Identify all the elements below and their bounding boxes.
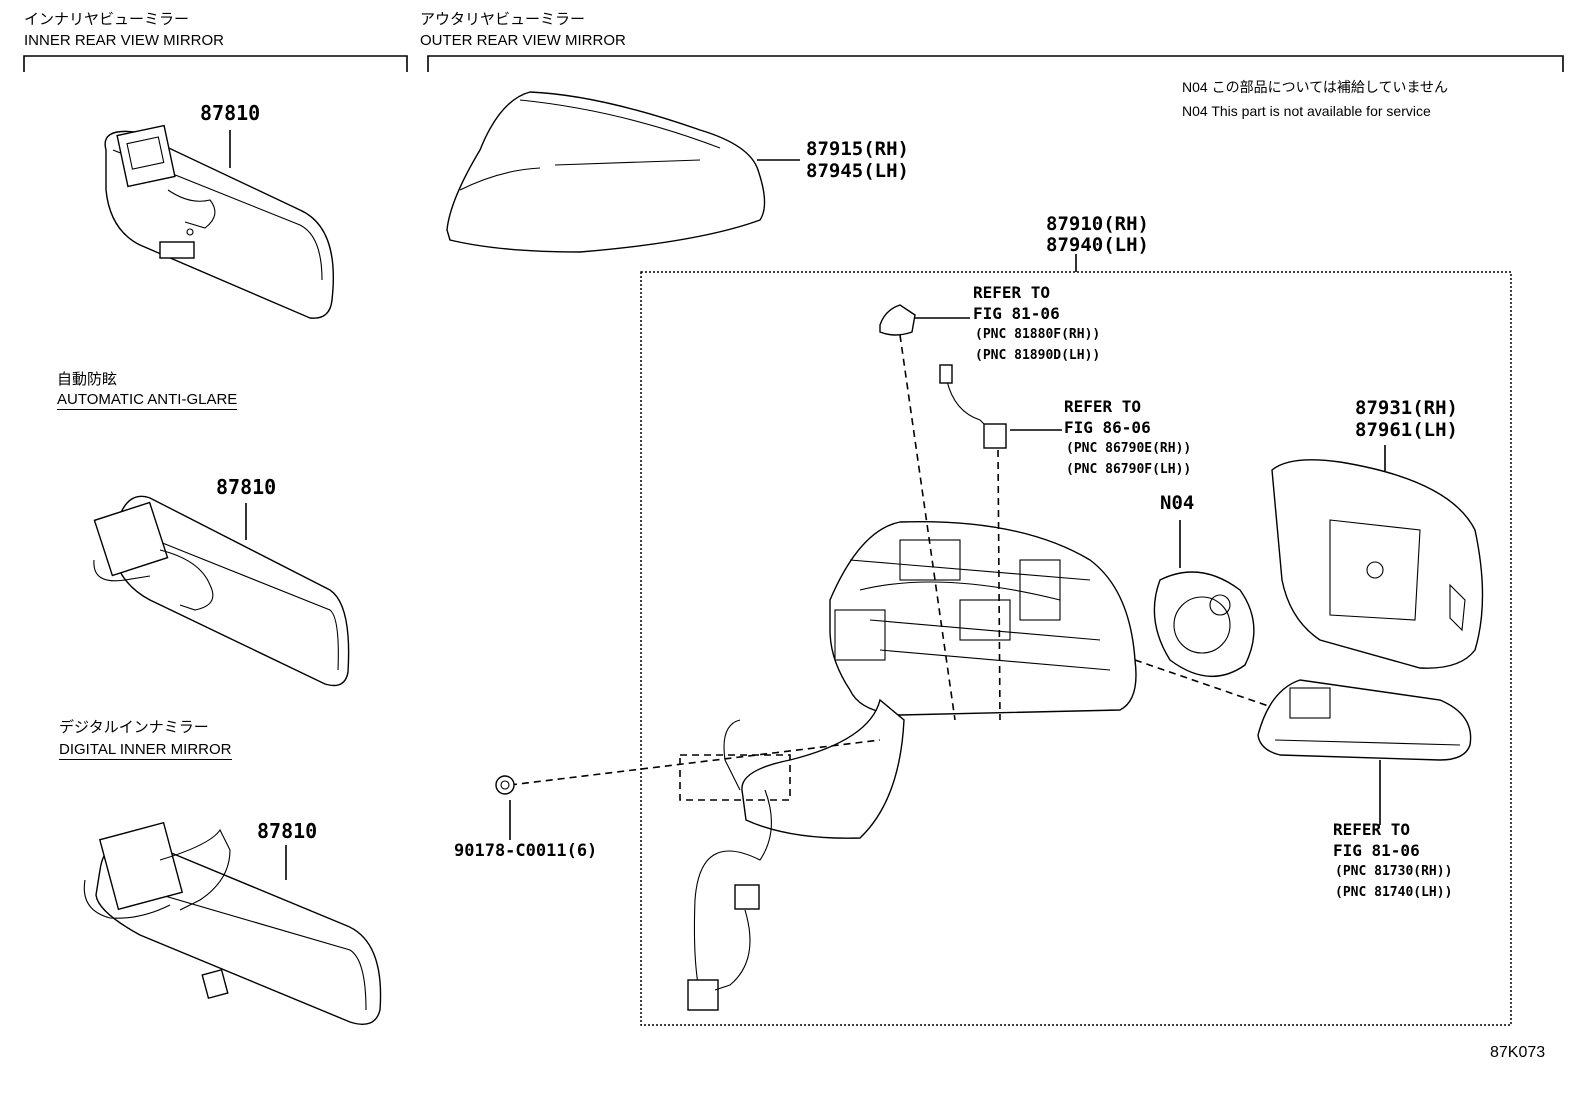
ref2-pnc-rh: (PNC 86790E(RH)) xyxy=(1066,441,1192,456)
turn-signal-illustration xyxy=(1257,679,1472,761)
inner-mirror-heading-jp: インナリヤビューミラー xyxy=(24,11,190,28)
part-number-inner-mirror-2: 87810 xyxy=(216,475,277,499)
inner-mirror-illustration-1 xyxy=(104,124,335,319)
harness-illustration xyxy=(939,364,1007,449)
part-number-inner-mirror-1: 87810 xyxy=(200,101,261,125)
part-number-cover-lh: 87945(LH) xyxy=(806,160,909,182)
part-number-glass-rh: 87931(RH) xyxy=(1355,397,1458,419)
inner-mirror-bracket xyxy=(23,55,408,72)
section-digital-en: DIGITAL INNER MIRROR xyxy=(59,741,232,760)
ref2-figure: FIG 86-06 xyxy=(1064,418,1151,437)
outer-mirror-bracket xyxy=(427,55,1564,72)
ref1-pnc-lh: (PNC 81890D(LH)) xyxy=(975,348,1101,363)
ref3-heading: REFER TO xyxy=(1333,820,1411,839)
mirror-cover-illustration xyxy=(446,91,800,253)
clip-illustration xyxy=(879,304,916,336)
part-number-assy-rh: 87910(RH) xyxy=(1046,213,1149,235)
ref1-pnc-rh: (PNC 81880F(RH)) xyxy=(975,327,1101,342)
ref3-pnc-rh: (PNC 81730(RH)) xyxy=(1335,864,1453,879)
outer-mirror-heading-jp: アウタリヤビューミラー xyxy=(420,11,586,28)
note-en: N04 This part is not available for servi… xyxy=(1182,103,1431,119)
part-number-assy-lh: 87940(LH) xyxy=(1046,234,1149,256)
mirror-body-illustration xyxy=(679,520,1137,1011)
ref2-pnc-lh: (PNC 86790F(LH)) xyxy=(1066,462,1192,477)
section-auto-jp: 自動防眩 xyxy=(57,371,118,388)
part-number-screw: 90178-C0011(6) xyxy=(454,841,598,861)
ref2-heading: REFER TO xyxy=(1064,397,1142,416)
ref1-heading: REFER TO xyxy=(973,283,1051,302)
figure-id: 87K073 xyxy=(1490,1044,1546,1061)
part-number-glass-lh: 87961(LH) xyxy=(1355,419,1458,441)
mirror-glass-illustration xyxy=(1271,459,1484,669)
inner-mirror-illustration-2 xyxy=(93,495,350,687)
part-number-cover-rh: 87915(RH) xyxy=(806,138,909,160)
section-auto-en: AUTOMATIC ANTI-GLARE xyxy=(57,391,238,410)
outer-mirror-heading-en: OUTER REAR VIEW MIRROR xyxy=(420,32,626,49)
part-number-actuator: N04 xyxy=(1160,492,1195,514)
ref3-pnc-lh: (PNC 81740(LH)) xyxy=(1335,885,1453,900)
inner-mirror-heading-en: INNER REAR VIEW MIRROR xyxy=(24,32,225,49)
actuator-illustration xyxy=(1153,571,1255,677)
ref3-figure: FIG 81-06 xyxy=(1333,841,1420,860)
section-digital-jp: デジタルインナミラー xyxy=(59,719,209,736)
mirror-assembly-frame xyxy=(640,254,1512,1026)
leader-lines xyxy=(509,317,1386,840)
ref1-figure: FIG 81-06 xyxy=(973,304,1060,323)
inner-mirror-illustration-3 xyxy=(83,821,382,1025)
part-number-inner-mirror-3: 87810 xyxy=(257,819,318,843)
note-jp: N04 この部品については補給していません xyxy=(1182,79,1449,95)
screw-illustration xyxy=(495,775,515,795)
